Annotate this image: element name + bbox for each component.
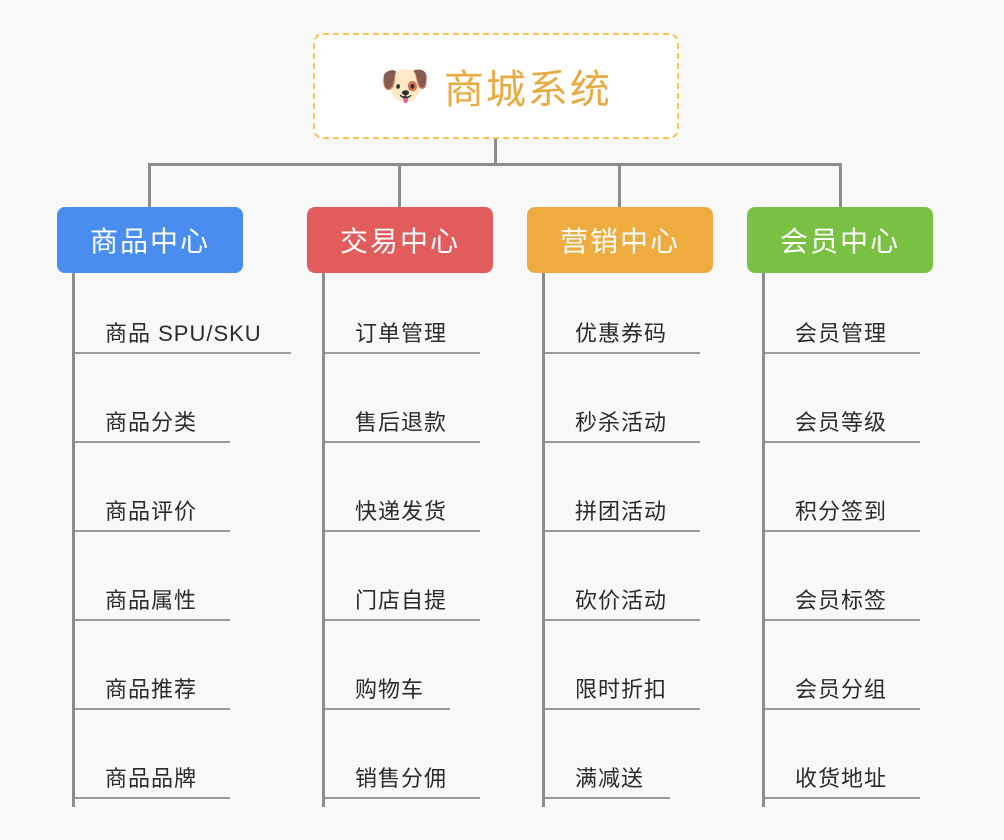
leaf-item[interactable]: 销售分佣: [325, 718, 493, 807]
leaf-item-label: 砍价活动: [575, 588, 668, 613]
leaf-item-label: 会员等级: [795, 410, 888, 435]
leaf-item[interactable]: 快递发货: [325, 451, 493, 540]
leaf-item[interactable]: 会员标签: [765, 540, 933, 629]
leaf-item[interactable]: 砍价活动: [545, 540, 713, 629]
branch-bus-line: [148, 163, 842, 166]
branch-header-label: 营销中心: [559, 226, 680, 257]
leaf-item-label: 商品评价: [105, 499, 198, 524]
leaf-item-label: 购物车: [355, 677, 425, 702]
leaf-item-label: 门店自提: [355, 588, 448, 613]
branch-drop-line-1: [148, 163, 151, 209]
leaf-item-label: 会员分组: [795, 677, 888, 702]
leaf-item[interactable]: 秒杀活动: [545, 362, 713, 451]
leaf-item[interactable]: 购物车: [325, 629, 493, 718]
branch-items-product-center: 商品 SPU/SKU 商品分类 商品评价 商品属性 商品推荐 商品品牌: [72, 273, 291, 807]
dog-face-icon: 🐶: [380, 64, 430, 108]
leaf-item-label: 拼团活动: [575, 499, 668, 524]
branch-marketing-center: 营销中心 优惠券码 秒杀活动 拼团活动 砍价活动 限时折扣 满减送: [527, 207, 713, 807]
branch-items-trade-center: 订单管理 售后退款 快递发货 门店自提 购物车 销售分佣: [322, 273, 493, 807]
branch-member-center: 会员中心 会员管理 会员等级 积分签到 会员标签 会员分组 收货地址: [747, 207, 933, 807]
leaf-item[interactable]: 满减送: [545, 718, 713, 807]
branch-header-marketing-center[interactable]: 营销中心: [527, 207, 713, 273]
leaf-item-label: 积分签到: [795, 499, 888, 524]
leaf-item-label: 销售分佣: [355, 766, 448, 791]
leaf-item[interactable]: 商品评价: [75, 451, 243, 540]
branch-header-product-center[interactable]: 商品中心: [57, 207, 243, 273]
leaf-item[interactable]: 商品属性: [75, 540, 243, 629]
branch-header-label: 会员中心: [779, 226, 900, 257]
root-stem-line: [494, 139, 497, 165]
leaf-item[interactable]: 商品品牌: [75, 718, 243, 807]
branch-items-member-center: 会员管理 会员等级 积分签到 会员标签 会员分组 收货地址: [762, 273, 933, 807]
branch-drop-line-2: [398, 163, 401, 209]
leaf-item-label: 满减送: [575, 766, 645, 791]
leaf-item[interactable]: 优惠券码: [545, 273, 713, 362]
leaf-item[interactable]: 商品 SPU/SKU: [75, 273, 291, 362]
leaf-item[interactable]: 商品分类: [75, 362, 243, 451]
branch-trade-center: 交易中心 订单管理 售后退款 快递发货 门店自提 购物车 销售分佣: [307, 207, 493, 807]
leaf-item-label: 订单管理: [355, 321, 448, 346]
root-node[interactable]: 🐶 商城系统: [313, 33, 679, 139]
leaf-item-label: 收货地址: [795, 766, 888, 791]
branch-header-member-center[interactable]: 会员中心: [747, 207, 933, 273]
leaf-item[interactable]: 商品推荐: [75, 629, 243, 718]
root-title: 商城系统: [443, 68, 612, 112]
leaf-item-label: 商品属性: [105, 588, 198, 613]
leaf-item-label: 限时折扣: [575, 677, 668, 702]
leaf-item-label: 会员标签: [795, 588, 888, 613]
leaf-item[interactable]: 限时折扣: [545, 629, 713, 718]
branch-header-label: 商品中心: [89, 226, 210, 257]
leaf-item-label: 商品分类: [105, 410, 198, 435]
branch-drop-line-4: [839, 163, 842, 209]
leaf-item[interactable]: 售后退款: [325, 362, 493, 451]
leaf-item[interactable]: 会员等级: [765, 362, 933, 451]
leaf-item[interactable]: 拼团活动: [545, 451, 713, 540]
leaf-item-label: 快递发货: [355, 499, 448, 524]
leaf-item[interactable]: 门店自提: [325, 540, 493, 629]
branch-product-center: 商品中心 商品 SPU/SKU 商品分类 商品评价 商品属性 商品推荐 商品品牌: [57, 207, 291, 807]
leaf-item[interactable]: 会员管理: [765, 273, 933, 362]
branch-header-trade-center[interactable]: 交易中心: [307, 207, 493, 273]
branch-items-marketing-center: 优惠券码 秒杀活动 拼团活动 砍价活动 限时折扣 满减送: [542, 273, 713, 807]
leaf-item-label: 商品推荐: [105, 677, 198, 702]
leaf-item-label: 会员管理: [795, 321, 888, 346]
leaf-item-label: 商品 SPU/SKU: [105, 321, 262, 346]
leaf-item[interactable]: 收货地址: [765, 718, 933, 807]
leaf-item[interactable]: 会员分组: [765, 629, 933, 718]
branch-header-label: 交易中心: [339, 226, 460, 257]
leaf-item-label: 售后退款: [355, 410, 448, 435]
leaf-item-label: 商品品牌: [105, 766, 198, 791]
leaf-item[interactable]: 订单管理: [325, 273, 493, 362]
leaf-item-label: 优惠券码: [575, 321, 668, 346]
leaf-item-label: 秒杀活动: [575, 410, 668, 435]
leaf-item[interactable]: 积分签到: [765, 451, 933, 540]
branch-drop-line-3: [618, 163, 621, 209]
